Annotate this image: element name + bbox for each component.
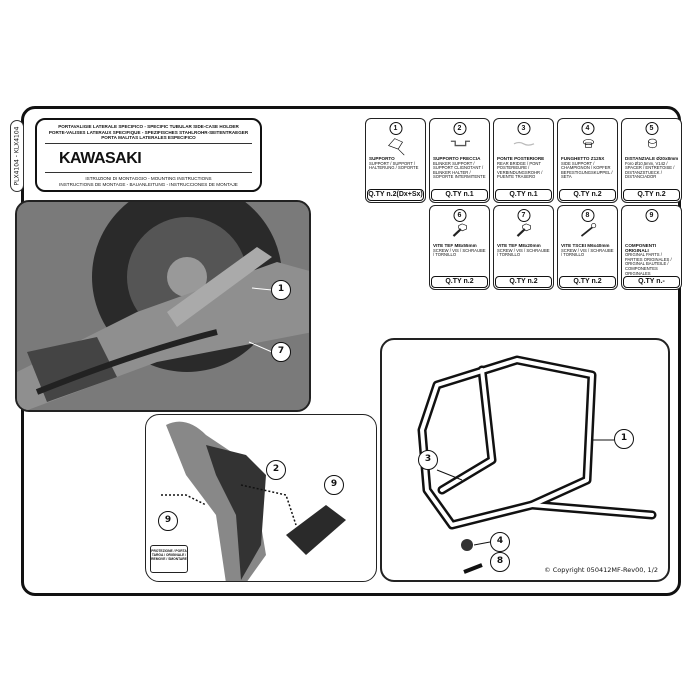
part-name: VITE TEF M8x20mm (497, 243, 541, 248)
part-quantity: Q.TY n.- (623, 276, 680, 288)
callout-9: 9 (324, 475, 344, 495)
rear-fender-detail: PROTEZIONE / PORTA TARGA / ORIGINALE / R… (145, 414, 377, 582)
callout-1: 1 (271, 280, 291, 300)
callout-2: 2 (266, 460, 286, 480)
part-name: DISTANZIALE Ø20x8mm (625, 156, 679, 161)
callout-7: 7 (271, 342, 291, 362)
bracket-icon (450, 140, 470, 147)
part-number: 6 (453, 209, 466, 222)
title-line: PORTE-VALISES LATERAUX SPECIFIQUE - SPEZ… (48, 129, 249, 135)
part-number: 4 (581, 122, 594, 135)
part-quantity: Q.TY n.2 (623, 189, 680, 201)
part-translations: Foro Ø10,5mm, V142 / SPACER / ENTRETOISE… (625, 160, 675, 180)
part-name: VITE TEF M8x55mm (433, 243, 477, 248)
callout-4: 4 (490, 532, 510, 552)
copyright: © Copyright 050412MF-Rev00, 1/2 (544, 566, 658, 574)
part-name: FUNGHETTO Z125X (561, 156, 605, 161)
part-quantity: Q.TY n.2 (559, 189, 616, 201)
callout-8: 8 (490, 552, 510, 572)
title-line: PORTA MALITAS LATERALES ESPECIFICO (101, 135, 196, 140)
part-number: 7 (517, 209, 530, 222)
part-name: SUPPORTO FRECCIA (433, 156, 481, 161)
part-quantity: Q.TY n.2(Dx+Sx) (367, 189, 424, 201)
title-block: PORTAVALIGIE LATERALE SPECIFICO - SPECIF… (35, 118, 262, 192)
remove-label: PROTEZIONE / PORTA TARGA / ORIGINALE / R… (150, 545, 188, 573)
motorcycle-rear-illustration (17, 202, 309, 410)
part-translations: SCREW / VIS / SCHRAUBE / TORNILLO (497, 247, 550, 258)
mushroom-icon (582, 139, 594, 148)
none-icon (635, 223, 669, 243)
countersunk-bolt-icon (580, 223, 597, 237)
part-number: 5 (645, 122, 658, 135)
part-name: COMPONENTI ORIGINALI (625, 243, 657, 253)
part-number: 9 (645, 209, 658, 222)
part-number: 1 (389, 122, 402, 135)
part-number: 8 (581, 209, 594, 222)
motorcycle-photo: 1 7 (15, 200, 311, 412)
holder-assembly-diagram: 1 3 4 8 © Copyright 050412MF-Rev00, 1/2 (380, 338, 670, 582)
part-number: 3 (517, 122, 530, 135)
part-name: VITE TSCEI M6x40mm (561, 243, 610, 248)
part-translations: SCREW / VIS / SCHRAUBE / TORNILLO (561, 247, 614, 258)
instructions-line: INSTRUCTIONS DE MONTAGE - BAUANLEITUNG -… (59, 181, 238, 187)
part-name: SUPPORTO (369, 156, 395, 161)
part-quantity: Q.TY n.2 (559, 276, 616, 288)
product-code-text: PLX4104 - KLX4104 (13, 126, 21, 186)
part-number: 2 (453, 122, 466, 135)
fender-illustration (161, 421, 346, 581)
product-code: PLX4104 - KLX4104 (10, 120, 24, 192)
callout-9: 9 (158, 511, 178, 531)
title-line: PORTAVALIGIE LATERALE SPECIFICO - SPECIF… (58, 124, 239, 129)
part-quantity: Q.TY n.1 (431, 189, 488, 201)
callout-3: 3 (418, 450, 438, 470)
part-quantity: Q.TY n.1 (495, 189, 552, 201)
part-translations: SUPPORT / SUPPORT / HALTERUNG / SOPORTE (369, 160, 419, 171)
spacer-icon (648, 138, 657, 149)
instructions-line: ISTRUZIONI DI MONTAGGIO - MOUNTING INSTR… (85, 176, 212, 181)
part-translations: REAR BRIDGE / PONT POSTERIEURE / VERBIND… (497, 160, 543, 180)
bar-icon (513, 141, 535, 146)
part-quantity: Q.TY n.2 (431, 276, 488, 288)
callout-1: 1 (614, 429, 634, 449)
part-quantity: Q.TY n.2 (495, 276, 552, 288)
hex-bolt-icon (452, 223, 467, 237)
part-translations: SIDE SUPPORT / CHAMPIGNON / KOPFER BEFES… (561, 160, 613, 180)
brand-name: KAWASAKI (45, 144, 252, 173)
frame-icon (388, 138, 405, 156)
part-translations: SCREW / VIS / SCHRAUBE / TORNILLO (433, 247, 486, 258)
part-translations: BLINKER SUPPORT / SUPPORT CLIGNOTANT / B… (433, 160, 486, 180)
part-translations: ORIGINAL PARTS / PARTIES ORIGINALES / OR… (625, 252, 672, 276)
part-name: PONTE POSTERIORE (497, 156, 545, 161)
hex-bolt-icon (516, 223, 531, 237)
